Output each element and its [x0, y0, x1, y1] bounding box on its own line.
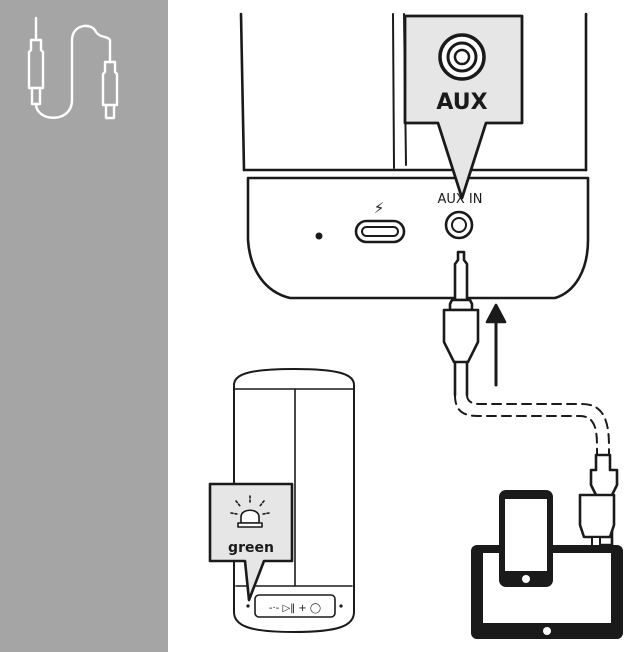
- aux-callout-label: AUX: [436, 90, 487, 115]
- control-panel: [254, 594, 336, 618]
- aux-jack: [444, 210, 474, 240]
- insert-arrow-icon: [485, 303, 507, 387]
- aux-plug-top: [442, 250, 480, 397]
- small-speaker: [233, 368, 355, 633]
- led-color-label: green: [228, 540, 274, 556]
- status-led-dot: [315, 232, 323, 240]
- smartphone-icon: [499, 490, 553, 587]
- charge-icon: ⚡: [374, 199, 385, 217]
- aux-in-port-label: AUX IN: [437, 192, 482, 207]
- control-glyphs: -·- ▷‖ + ◯: [269, 603, 321, 614]
- usb-c-port: [354, 219, 406, 244]
- aux-cable-icon: [27, 16, 119, 120]
- led-callout: [208, 482, 294, 602]
- aux-callout: [403, 14, 524, 200]
- led-light-icon: [230, 495, 270, 528]
- speaker-closeup: [239, 12, 590, 300]
- aux-cable-dashed: [454, 394, 610, 456]
- sidebar-panel: [0, 0, 168, 652]
